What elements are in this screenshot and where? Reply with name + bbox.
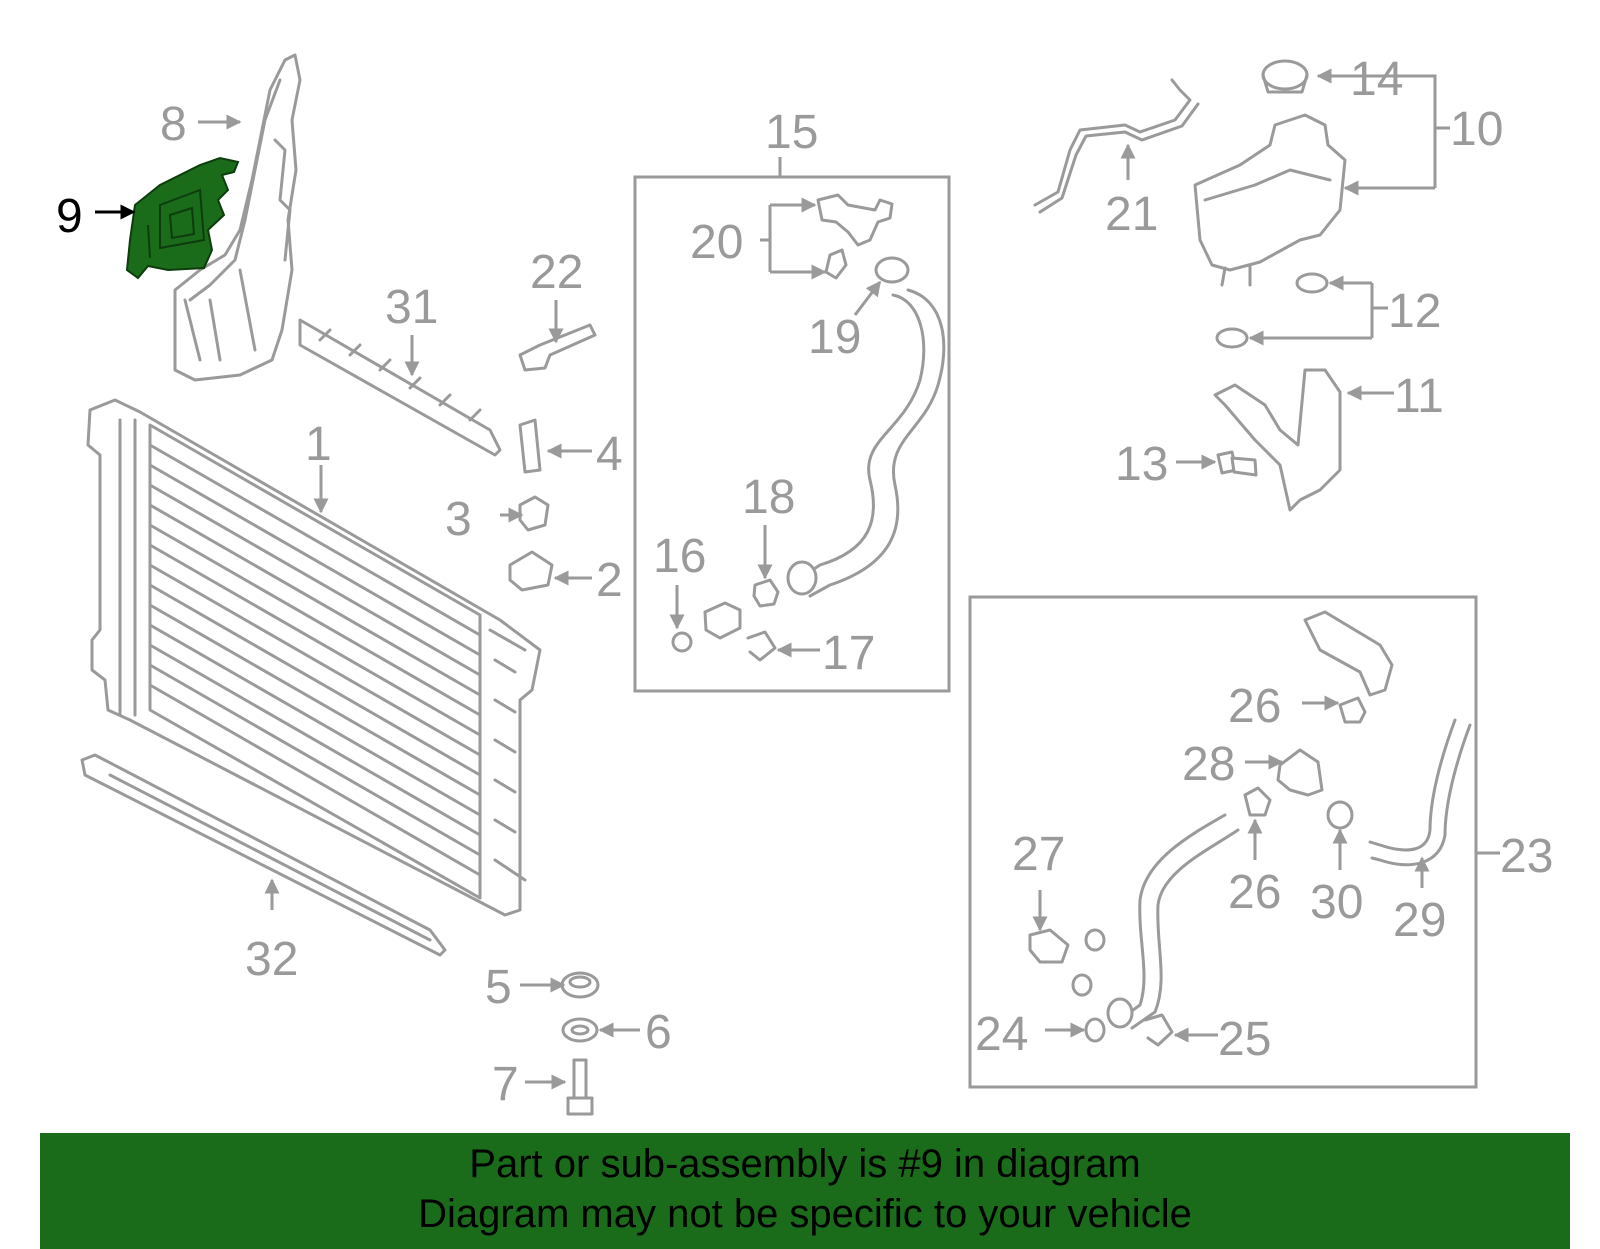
bolt-part-13[interactable] (1216, 450, 1258, 477)
callout-31[interactable]: 31 (385, 281, 438, 334)
callout-22[interactable]: 22 (530, 246, 583, 299)
grommet-part-5[interactable] (560, 971, 600, 999)
callout-17[interactable]: 17 (822, 627, 875, 680)
callout-29[interactable]: 29 (1393, 894, 1446, 947)
sensor-part-27[interactable] (1028, 928, 1070, 964)
callout-8[interactable]: 8 (160, 98, 187, 151)
callout-20[interactable]: 20 (690, 216, 743, 269)
callout-12[interactable]: 12 (1388, 285, 1441, 338)
upper-hose-part-15[interactable] (786, 288, 946, 598)
callout-3[interactable]: 3 (445, 493, 472, 546)
clamp-part-18[interactable] (752, 578, 780, 608)
air-guide-part-8[interactable] (173, 53, 302, 382)
callout-19[interactable]: 19 (808, 311, 861, 364)
mount-part-3[interactable] (518, 495, 550, 532)
air-deflector-part-9[interactable] (125, 156, 240, 280)
hose-group-box-15 (633, 175, 951, 693)
callout-23[interactable]: 23 (1500, 830, 1553, 883)
callout-7[interactable]: 7 (492, 1058, 519, 1111)
callout-1[interactable]: 1 (305, 418, 332, 471)
callout-21[interactable]: 21 (1105, 188, 1158, 241)
lower-hose[interactable] (1106, 813, 1240, 1030)
callout-11[interactable]: 11 (1394, 370, 1444, 423)
hose-part-29[interactable] (1368, 718, 1472, 867)
banner-line-part: Part or sub-assembly is #9 in diagram (469, 1142, 1141, 1186)
callout-5[interactable]: 5 (485, 961, 512, 1014)
o-ring-part-24[interactable] (1084, 1017, 1106, 1043)
plug-part-12[interactable] (1215, 272, 1329, 349)
upper-rail-part-31[interactable] (298, 318, 502, 457)
callout-26-upper[interactable]: 26 (1228, 680, 1281, 733)
bracket-part-11[interactable] (1213, 368, 1342, 512)
radiator-part-1[interactable] (86, 398, 542, 917)
tee-fitting-part-28[interactable] (1276, 748, 1324, 797)
callout-28[interactable]: 28 (1182, 738, 1235, 791)
o-rings[interactable] (1071, 928, 1106, 997)
callout-27[interactable]: 27 (1012, 828, 1065, 881)
connector-part-20[interactable] (816, 193, 894, 280)
callout-labels: 1 2 3 4 5 6 7 8 9 10 11 12 13 14 15 16 1… (56, 53, 1553, 1111)
clip-part-17[interactable] (746, 630, 777, 662)
clip-part-4[interactable] (518, 418, 542, 474)
callout-2[interactable]: 2 (596, 554, 623, 607)
callout-26-lower[interactable]: 26 (1228, 866, 1281, 919)
mount-part-2[interactable] (508, 550, 554, 592)
fitting-16[interactable] (671, 601, 742, 653)
clamp-part-26-lower[interactable] (1243, 786, 1272, 817)
clip-part-25[interactable] (1143, 1013, 1174, 1047)
leader-lines (95, 68, 1500, 1090)
grommet-part-6[interactable] (561, 1017, 599, 1043)
part-info-banner: Part or sub-assembly is #9 in diagram Di… (40, 1133, 1570, 1249)
callout-10[interactable]: 10 (1450, 103, 1503, 156)
clamp-part-26-upper[interactable] (1338, 696, 1367, 724)
clamp-part-30[interactable] (1326, 800, 1354, 830)
hose-part-23[interactable] (1303, 610, 1394, 697)
bracket-part-22[interactable] (518, 323, 597, 372)
callout-6[interactable]: 6 (645, 1006, 672, 1059)
callout-25[interactable]: 25 (1218, 1013, 1271, 1066)
clamp-part-19[interactable] (874, 256, 910, 284)
hose-group-box-23 (968, 595, 1478, 1089)
callout-18[interactable]: 18 (742, 471, 795, 524)
sensor-line-part-21[interactable] (1033, 78, 1200, 214)
callout-30[interactable]: 30 (1310, 876, 1363, 929)
callout-4[interactable]: 4 (596, 428, 623, 481)
banner-line-disclaimer: Diagram may not be specific to your vehi… (418, 1192, 1192, 1236)
callout-9[interactable]: 9 (56, 190, 83, 243)
cap-part-14[interactable] (1261, 59, 1309, 94)
callout-13[interactable]: 13 (1115, 438, 1168, 491)
lower-seal-part-32[interactable] (80, 753, 447, 957)
callout-15[interactable]: 15 (765, 106, 818, 159)
callout-14[interactable]: 14 (1350, 53, 1403, 106)
coolant-reservoir-part-10[interactable] (1193, 113, 1347, 287)
callout-32[interactable]: 32 (245, 933, 298, 986)
callout-24[interactable]: 24 (975, 1008, 1028, 1061)
callout-16[interactable]: 16 (653, 530, 706, 583)
bolt-part-7[interactable] (566, 1058, 594, 1116)
